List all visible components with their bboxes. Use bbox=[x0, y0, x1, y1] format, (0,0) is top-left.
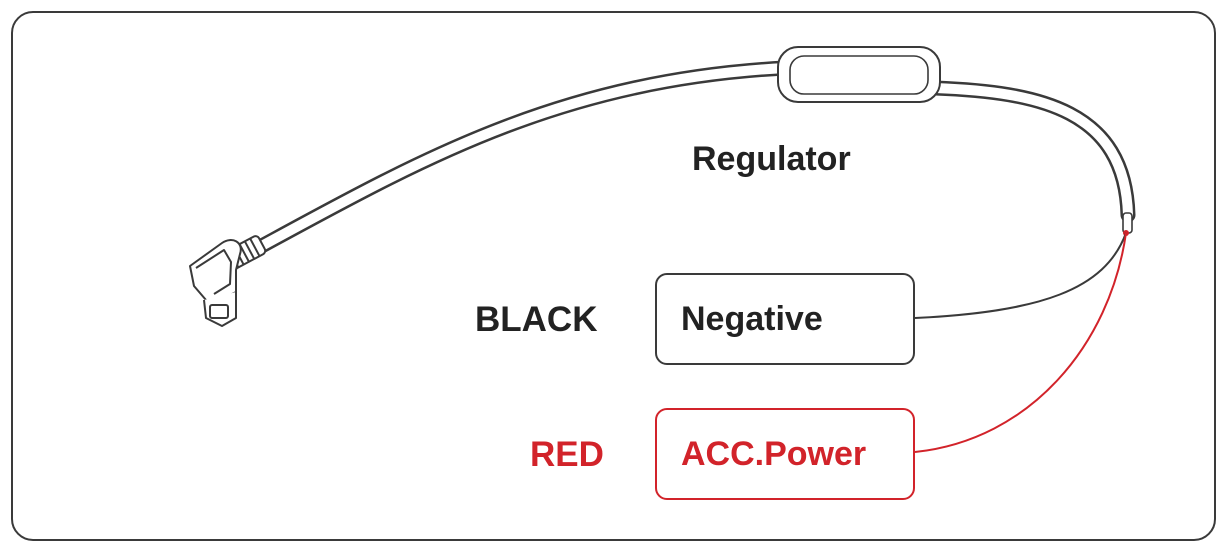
black-wire-label: BLACK bbox=[475, 300, 598, 339]
regulator-label: Regulator bbox=[692, 140, 851, 178]
acc-power-box: ACC.Power bbox=[655, 408, 915, 500]
usb-connector bbox=[189, 235, 267, 327]
power-cable-right bbox=[927, 80, 1136, 223]
red-wire-label: RED bbox=[530, 435, 604, 474]
wire-split-point bbox=[1122, 212, 1133, 236]
negative-box: Negative bbox=[655, 273, 915, 365]
negative-label: Negative bbox=[681, 299, 823, 338]
regulator-body bbox=[777, 46, 941, 103]
acc-power-label: ACC.Power bbox=[681, 434, 867, 473]
black-wire bbox=[914, 232, 1127, 319]
red-wire bbox=[914, 232, 1127, 453]
